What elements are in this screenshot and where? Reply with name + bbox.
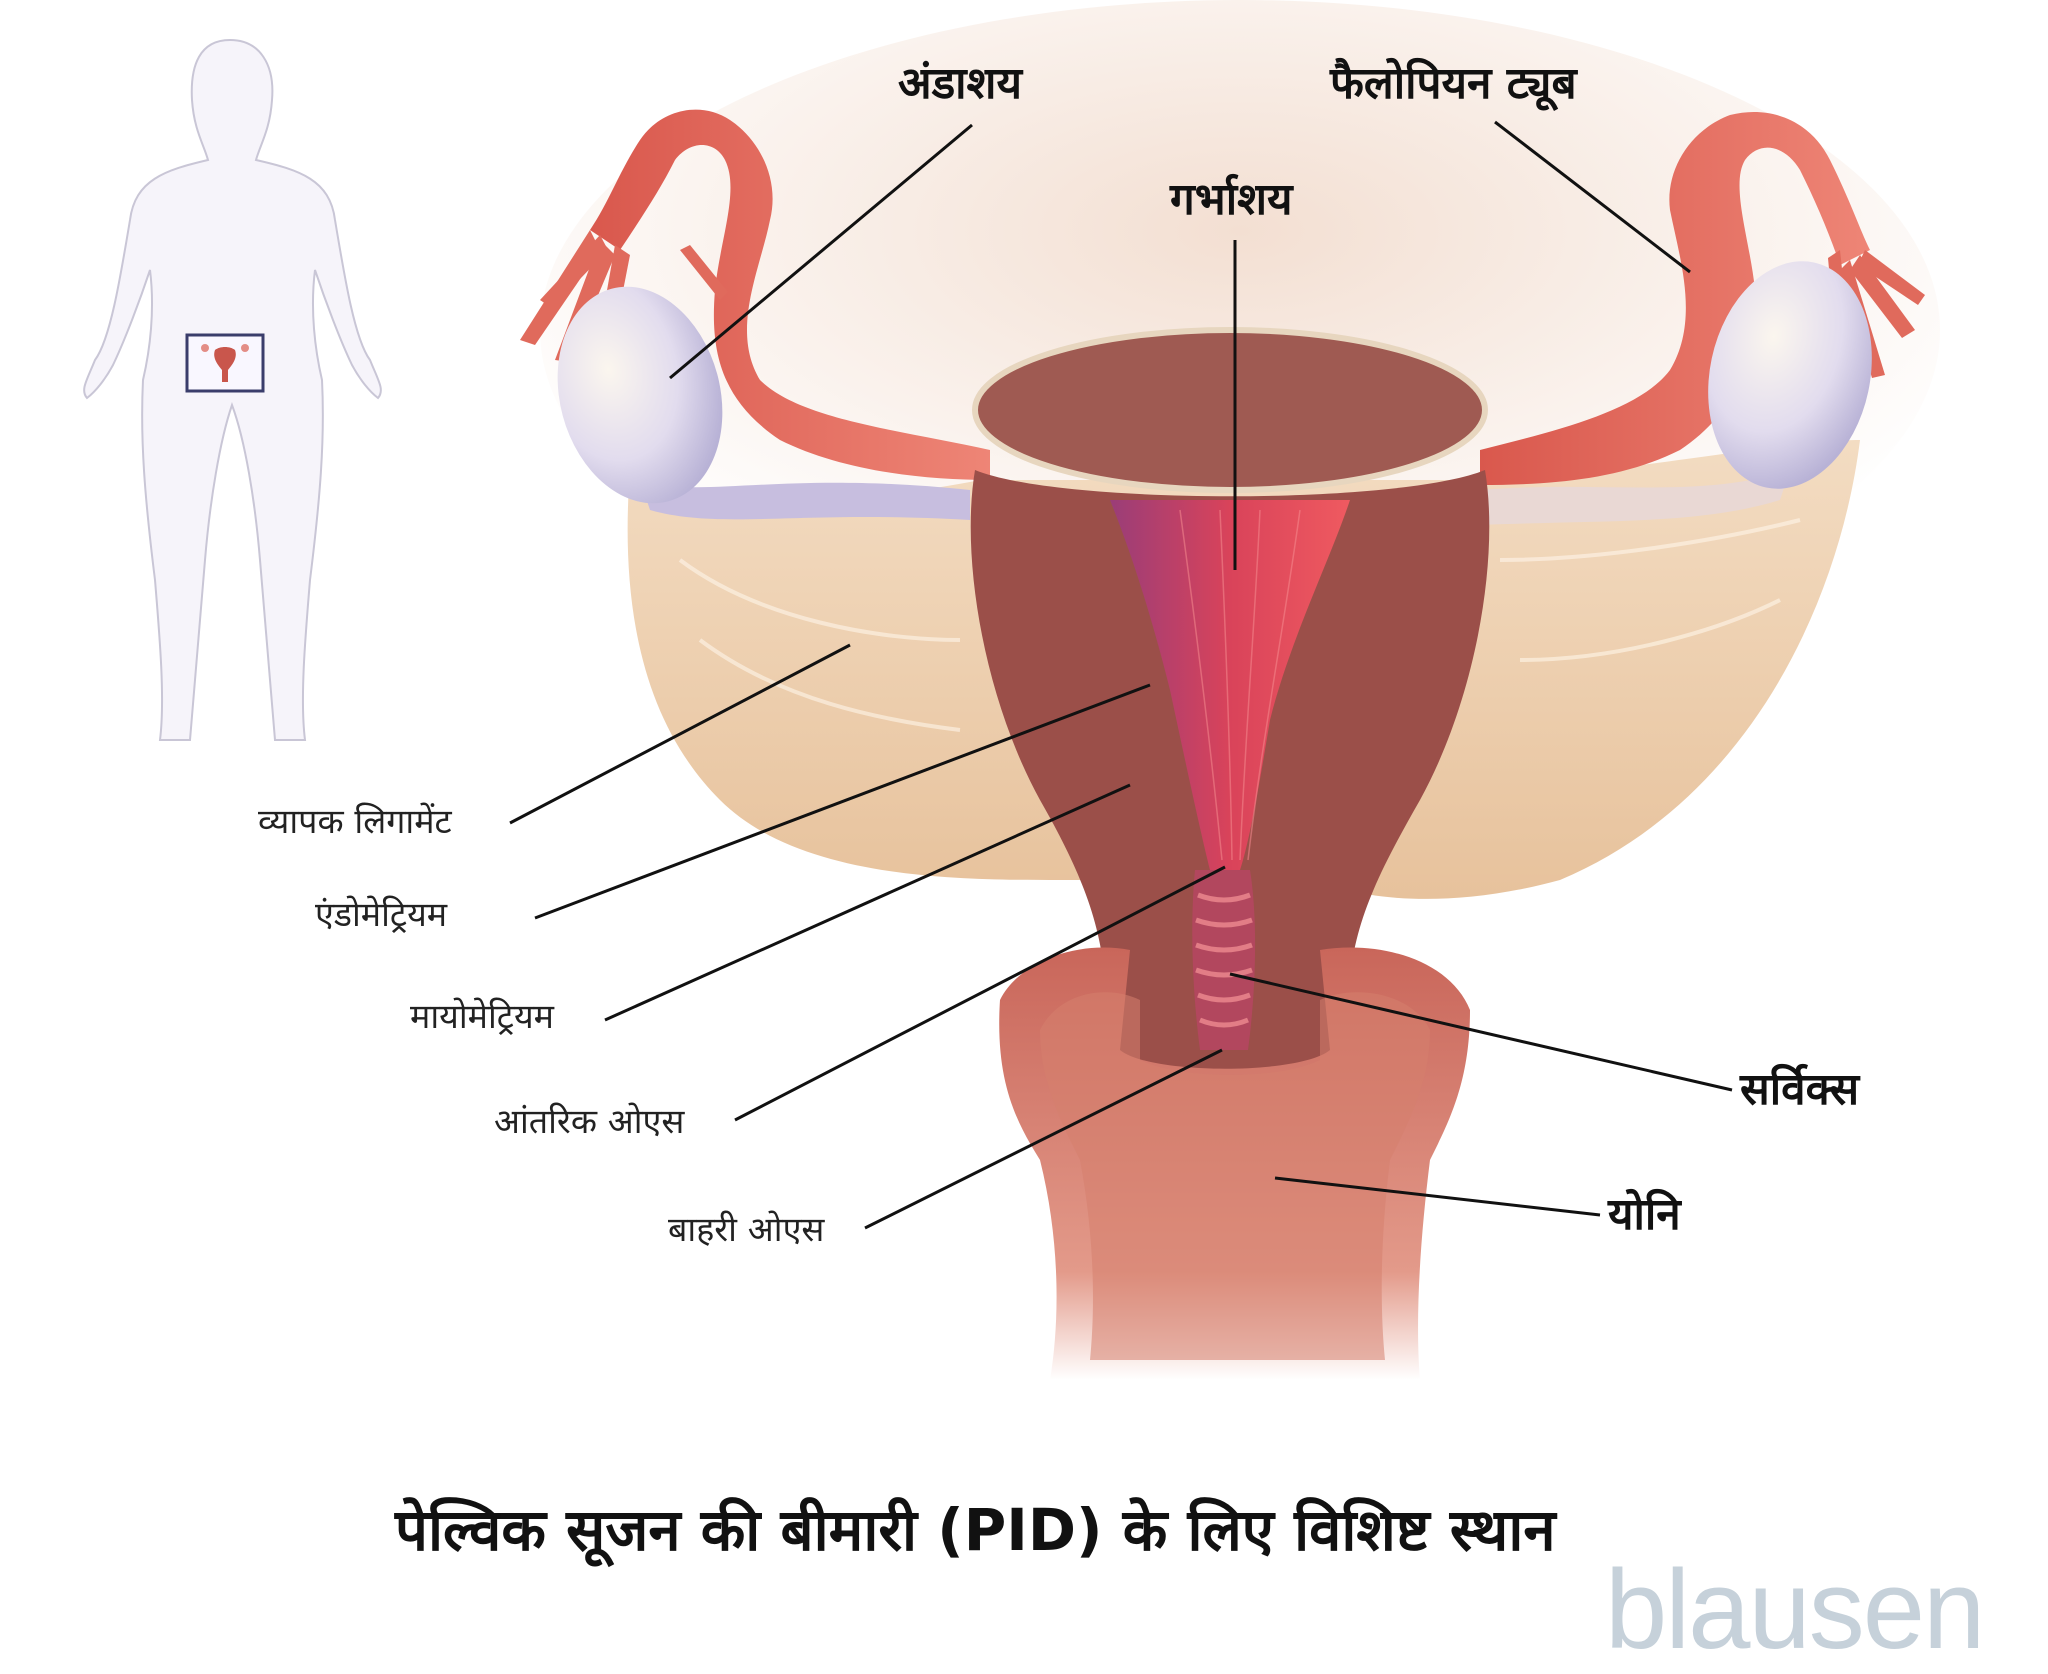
- brand-logo: blausen: [1605, 1547, 1985, 1672]
- right-ovarian-ligament: [1480, 470, 1790, 525]
- endometrium-cavity: [1110, 500, 1350, 870]
- cervical-folds: [1195, 892, 1253, 1028]
- inset-left-ovary: [201, 344, 209, 352]
- label-ovary: अंडाशय: [898, 58, 1022, 109]
- left-ovary-shape: [557, 286, 723, 504]
- inset-uterus-icon: [214, 347, 236, 382]
- vaginal-wall-inner: [1040, 992, 1430, 1360]
- right-fallopian-tube: [1480, 112, 1870, 485]
- label-cervix: सर्विक्स: [1740, 1064, 1860, 1115]
- endometrium-folds: [1179, 509, 1301, 861]
- label-endometrium: एंडोमेट्रियम: [315, 895, 448, 935]
- label-fallopian-tube: फैलोपियन ट्यूब: [1330, 58, 1577, 109]
- uterine-fundus: [972, 327, 1488, 493]
- label-uterus: गर्भाशय: [1170, 174, 1293, 225]
- label-myometrium: मायोमेट्रियम: [410, 997, 554, 1037]
- label-vagina: योनि: [1608, 1189, 1681, 1240]
- ligament-sheen: [678, 518, 1801, 732]
- left-ovarian-ligament: [640, 480, 970, 520]
- right-ovary-shape: [1708, 261, 1872, 489]
- cervical-canal: [1192, 870, 1256, 1050]
- label-external-os: बाहरी ओएस: [668, 1210, 825, 1250]
- label-broad-ligament: व्यापक लिगामेंट: [258, 802, 452, 842]
- left-fallopian-tube: [590, 109, 990, 480]
- body-location-inset: [83, 38, 382, 741]
- label-internal-os: आंतरिक ओएस: [494, 1102, 685, 1142]
- leader-lines: [509, 120, 1733, 1230]
- inset-right-ovary: [241, 344, 249, 352]
- figure-title: पेल्विक सूजन की बीमारी (PID) के लिए विशि…: [395, 1496, 1556, 1564]
